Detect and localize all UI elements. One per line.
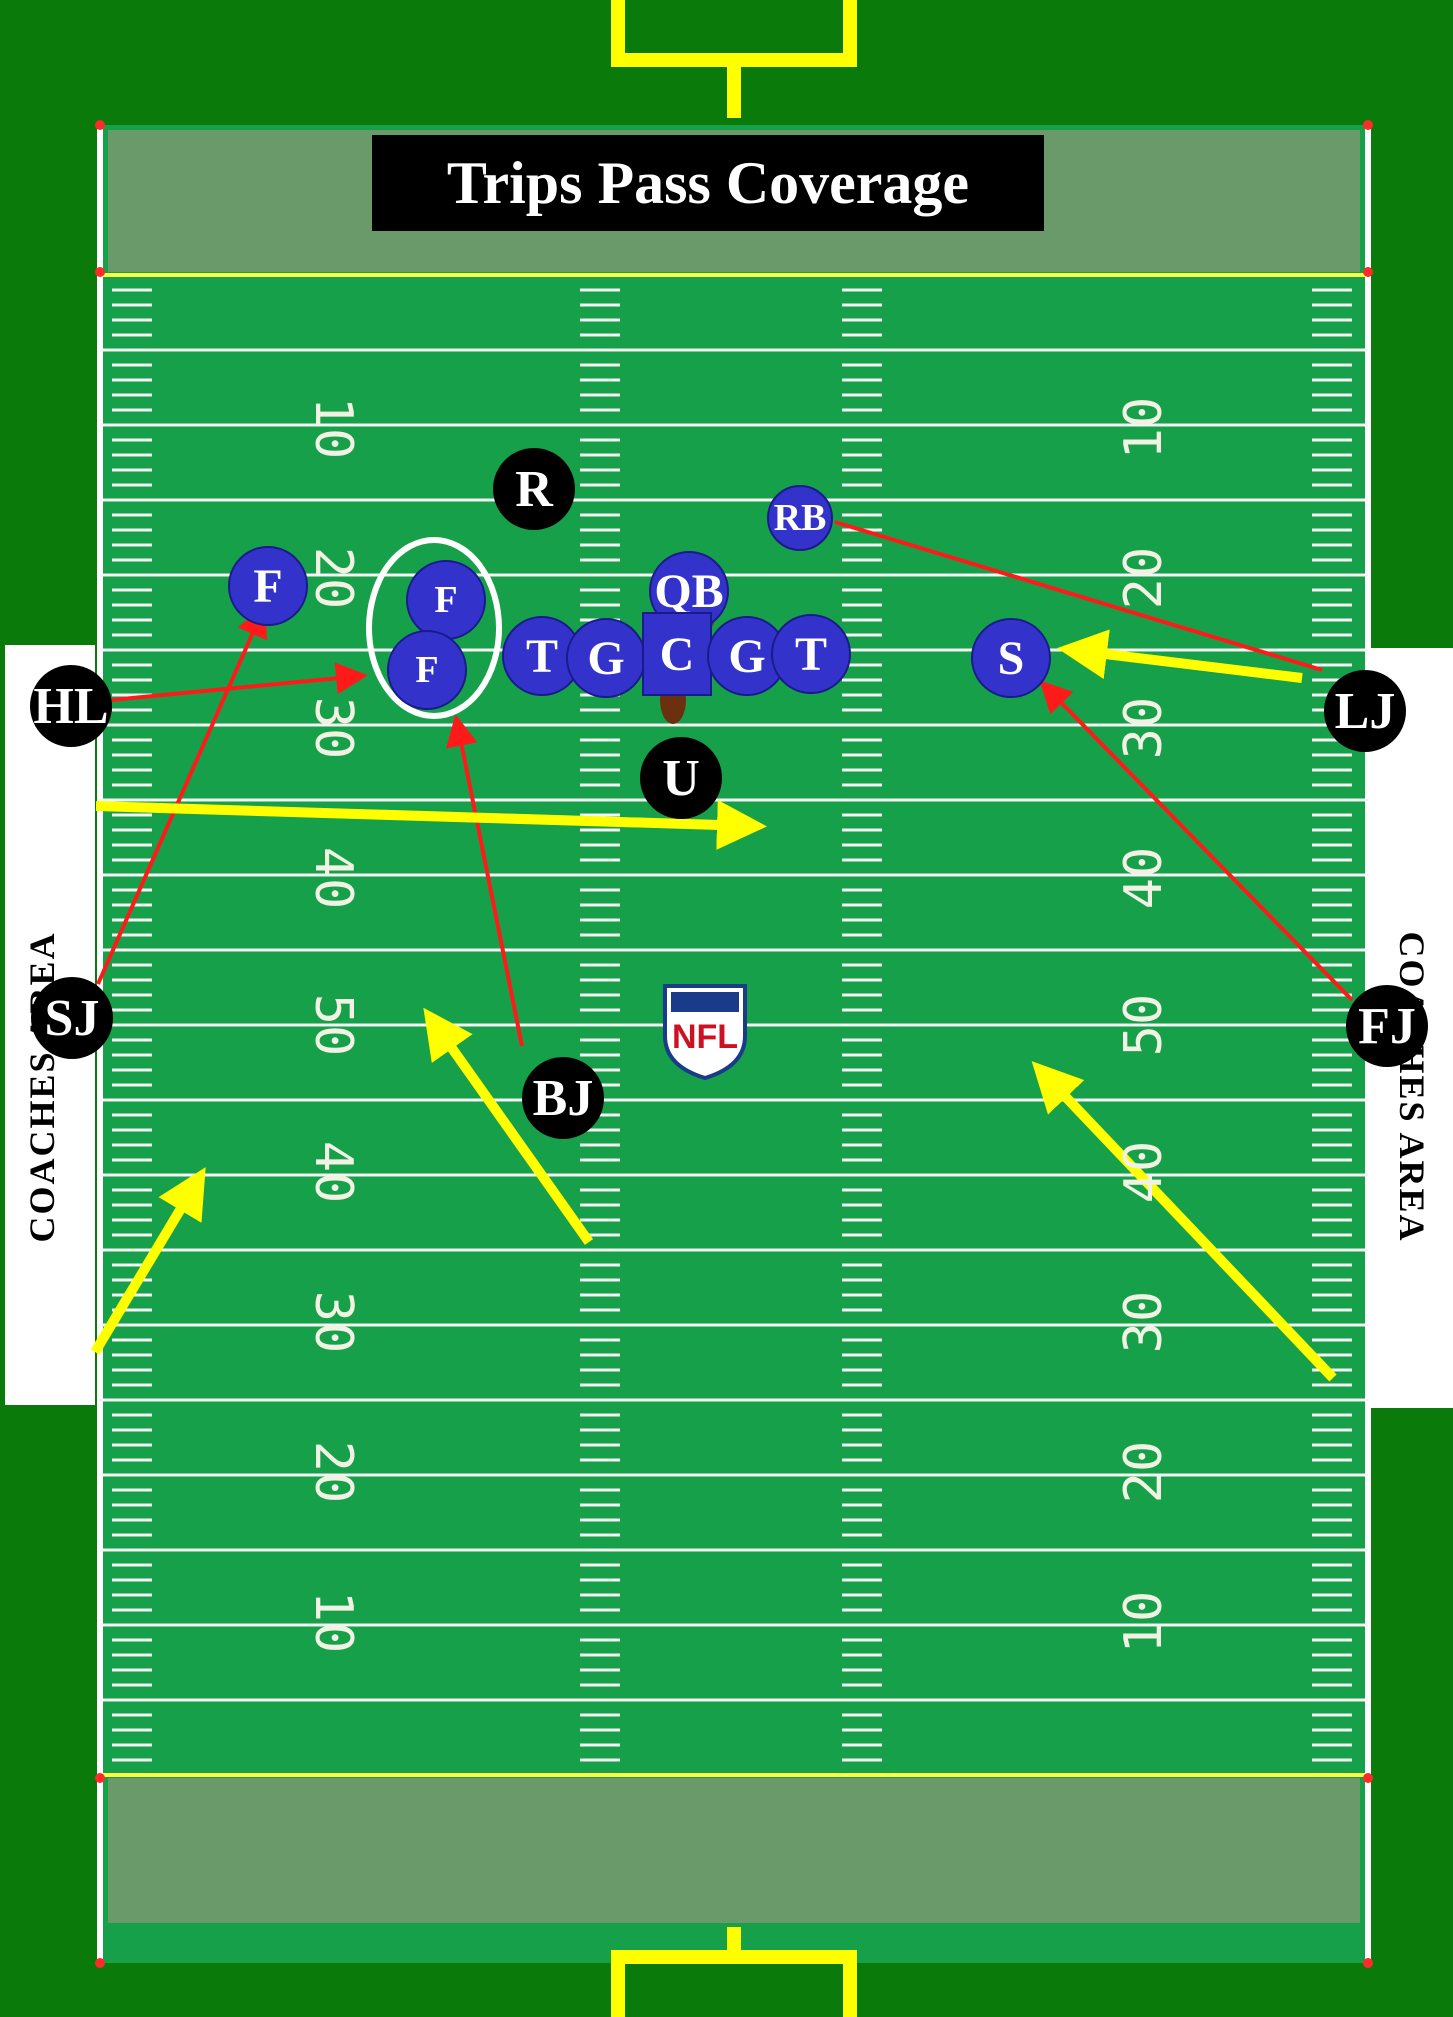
yard-number: 20 bbox=[303, 1441, 363, 1504]
official-umpire: U bbox=[640, 737, 722, 819]
yard-number: 40 bbox=[1114, 847, 1174, 910]
player-flanker-bottom: F bbox=[387, 630, 467, 710]
official-referee: R bbox=[493, 448, 575, 530]
yard-number: 40 bbox=[303, 1141, 363, 1204]
player-flanker-outside: F bbox=[228, 546, 308, 626]
coaches-area-label-left: COACHES AREA bbox=[21, 931, 63, 1242]
player-flanker-top: F bbox=[406, 560, 486, 640]
endzone-bottom bbox=[108, 1778, 1360, 1923]
yard-number: 50 bbox=[303, 994, 363, 1057]
player-safety: S bbox=[971, 618, 1051, 698]
yard-number: 10 bbox=[1114, 397, 1174, 460]
yard-number: 10 bbox=[1114, 1591, 1174, 1654]
official-side-judge: SJ bbox=[31, 977, 113, 1059]
svg-text:NFL: NFL bbox=[672, 1018, 738, 1056]
official-line-judge: LJ bbox=[1324, 670, 1406, 752]
player-right-tackle: T bbox=[771, 614, 851, 694]
yard-number: 20 bbox=[303, 547, 363, 610]
yard-number: 40 bbox=[1114, 1141, 1174, 1204]
yard-number: 30 bbox=[303, 1291, 363, 1354]
nfl-logo-icon: NFL bbox=[665, 986, 745, 1078]
yard-number: 10 bbox=[303, 397, 363, 460]
player-left-guard: G bbox=[566, 618, 646, 698]
yard-number: 50 bbox=[1114, 994, 1174, 1057]
official-back-judge: BJ bbox=[522, 1057, 604, 1139]
yard-number: 30 bbox=[1114, 1291, 1174, 1354]
player-center: C bbox=[642, 612, 712, 696]
yard-number: 20 bbox=[1114, 1441, 1174, 1504]
yard-number: 20 bbox=[1114, 547, 1174, 610]
yard-number: 40 bbox=[303, 847, 363, 910]
player-running-back: RB bbox=[767, 485, 833, 551]
yard-number: 30 bbox=[303, 697, 363, 760]
diagram-title: Trips Pass Coverage bbox=[372, 135, 1044, 231]
yard-number: 10 bbox=[303, 1591, 363, 1654]
official-head-linesman: HL bbox=[30, 665, 112, 747]
coaches-area-label-right: COACHES AREA bbox=[1391, 931, 1433, 1242]
official-field-judge: FJ bbox=[1346, 985, 1428, 1067]
yard-number: 30 bbox=[1114, 697, 1174, 760]
